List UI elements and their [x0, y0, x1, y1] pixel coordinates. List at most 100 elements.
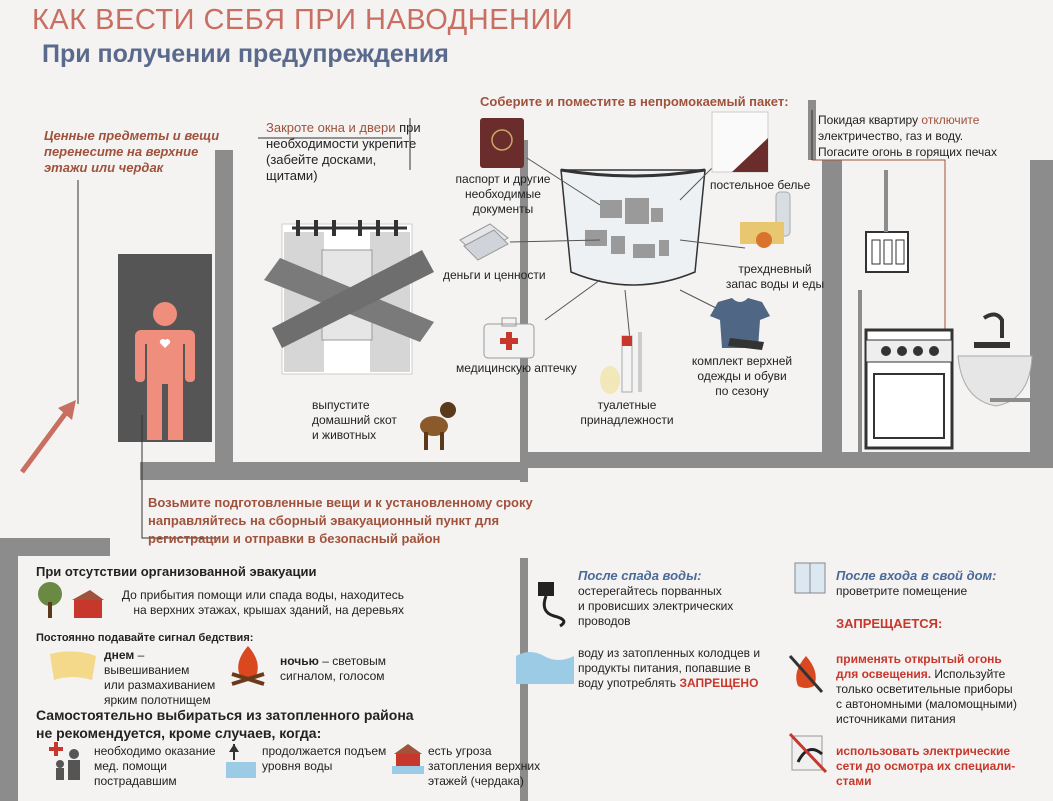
money-icon: [459, 223, 509, 261]
after-water-heading: После спада воды:: [578, 568, 702, 583]
forbidden-heading: ЗАПРЕЩАЕТСЯ:: [836, 616, 943, 631]
after-water-line2: и провисших электрических: [578, 599, 734, 613]
water-line3-pre: воду употреблять: [578, 676, 680, 690]
bedding-icon: [711, 111, 769, 173]
sink-icon: [957, 312, 1033, 407]
self-exit-line2: не рекомендуется, кроме случаев, когда:: [36, 725, 322, 741]
water-line2: продукты питания, попавшие в: [578, 661, 751, 675]
leave-text: Покидая квартиру отключите электричество…: [818, 112, 1048, 160]
campfire-icon: [231, 646, 265, 686]
water-warning-text: воду из затопленных колодцев и продукты …: [578, 646, 788, 691]
cloth-flag-icon: [50, 651, 96, 680]
toiletries-label: туалетные принадлежности: [568, 398, 686, 428]
wall-right-floor: [528, 452, 1053, 468]
animals-line2: домашний скот: [312, 413, 397, 427]
arrow-up-icon: [19, 400, 76, 474]
elec-forbidden-text: использовать электрические сети до осмот…: [836, 744, 1051, 789]
clothes-line3: по сезону: [715, 384, 769, 398]
case1-line1: необходимо оказание: [94, 744, 216, 758]
no-evac-heading: При отсутствии организованной эвакуации: [36, 564, 317, 579]
fire-line5: источниками питания: [836, 712, 956, 726]
elec-line2: сети до осмотра их специали-: [836, 759, 1016, 773]
wall-divider: [520, 140, 528, 482]
fire-forbidden-text: применять открытый огонь для освещения. …: [836, 652, 1051, 727]
first-aid-icon: [483, 317, 535, 359]
fire-rest: Используйте: [931, 667, 1006, 681]
after-home-heading: После входа в свой дом:: [836, 568, 997, 583]
flooded-house-icon: [392, 744, 424, 774]
day-signal-text: днем – вывешиванием или размахиванием яр…: [104, 648, 224, 708]
no-evac-line2: на верхних этажах, крышах зданий, на дер…: [133, 603, 404, 617]
self-exit-heading: Самостоятельно выбираться из затопленног…: [36, 706, 456, 742]
bedding-label: постельное белье: [710, 178, 811, 192]
food-line2: запас воды и еды: [725, 277, 825, 291]
case3-text: есть угроза затопления верхних этажей (ч…: [428, 744, 548, 789]
clothes-line2: одежды и обуви: [697, 369, 787, 383]
leave-highlight: отключите: [921, 113, 980, 127]
passport-line1: паспорт и другие: [455, 172, 551, 186]
windows-rest: при: [395, 120, 421, 135]
clothes-icon: [710, 298, 770, 350]
medical-help-icon: [49, 742, 80, 780]
elec-line3: стами: [836, 774, 872, 788]
page-subtitle: При получении предупреждения: [42, 40, 449, 68]
case2-line2: уровня воды: [262, 759, 333, 773]
leave-pre: Покидая квартиру: [818, 113, 922, 127]
food-label: трехдневный запас воды и еды: [720, 262, 830, 292]
first-aid-label: медицинскую аптечку: [456, 361, 577, 375]
evac-line2: направляйтесь на сборный эвакуационный п…: [148, 513, 500, 528]
leave-line2: электричество, газ и воду.: [818, 129, 964, 143]
tree-house-icon: [38, 582, 104, 618]
day-line2: или размахиванием: [104, 678, 216, 692]
valuables-line1: Ценные предметы и вещи: [44, 128, 220, 143]
toiletries-icon: [600, 332, 642, 394]
fire-line1: применять открытый огонь: [836, 652, 1002, 666]
clothes-line1: комплект верхней: [691, 354, 793, 368]
night-rest: – световым: [318, 654, 387, 668]
night-line2: сигналом, голосом: [280, 669, 385, 683]
case1-line2: мед. помощи: [94, 759, 168, 773]
evac-line3: регистрации и отправки в безопасный райо…: [148, 531, 441, 546]
no-fire-icon: [788, 655, 824, 693]
day-rest: – вывешиванием: [104, 648, 190, 677]
leave-line3: Погасите огонь в горящих печах: [818, 145, 997, 159]
fire-line3: только осветительные приборы: [836, 682, 1013, 696]
no-evac-text: До прибытия помощи или спада воды, наход…: [104, 588, 404, 618]
water-splash-icon: [516, 652, 574, 684]
pack-heading: Соберите и поместите в непромокаемый пак…: [480, 94, 789, 109]
valuables-line2: перенесите на верхние: [44, 144, 199, 159]
plug-wire-icon: [538, 582, 566, 628]
evac-text: Возьмите подготовленные вещи и к установ…: [148, 494, 548, 548]
elec-line1: использовать электрические: [836, 744, 1011, 758]
fire-line2: для освещения.: [836, 667, 932, 681]
case2-line1: продолжается подъем: [262, 744, 387, 758]
windows-line3: (забейте досками, щитами): [266, 152, 377, 183]
no-evac-line1: До прибытия помощи или спада воды, наход…: [121, 588, 404, 602]
food-line1: трехдневный: [738, 262, 812, 276]
passport-icon: [480, 118, 524, 168]
case1-line3: пострадавшим: [94, 774, 177, 788]
animals-line1: выпустите: [312, 398, 370, 412]
animals-label: выпустите домашний скот и животных: [312, 398, 412, 443]
no-electric-icon: [788, 732, 828, 774]
valuables-line3: этажи или чердак: [44, 160, 164, 175]
day-line3: ярким полотнищем: [104, 693, 211, 707]
water-line1: воду из затопленных колодцев и: [578, 646, 761, 660]
passport-line2: необходимые: [465, 187, 541, 201]
stove-icon: [864, 328, 954, 450]
waterproof-bag-icon: [560, 168, 706, 286]
self-exit-line1: Самостоятельно выбираться из затопленног…: [36, 707, 414, 723]
toiletries-line1: туалетные: [597, 398, 657, 412]
wall-bottom-left: [0, 554, 18, 801]
open-window-icon: [794, 562, 826, 594]
toiletries-line2: принадлежности: [580, 413, 674, 427]
person-icon: [135, 302, 195, 440]
food-water-icon: [740, 191, 791, 248]
day-bold: днем: [104, 648, 135, 662]
money-label: деньги и ценности: [443, 268, 546, 282]
passport-label: паспорт и другие необходимые документы: [438, 172, 568, 217]
wall-floor: [140, 462, 528, 480]
windows-line2: необходимости укрепите: [266, 136, 417, 151]
water-rising-icon: [226, 744, 256, 778]
